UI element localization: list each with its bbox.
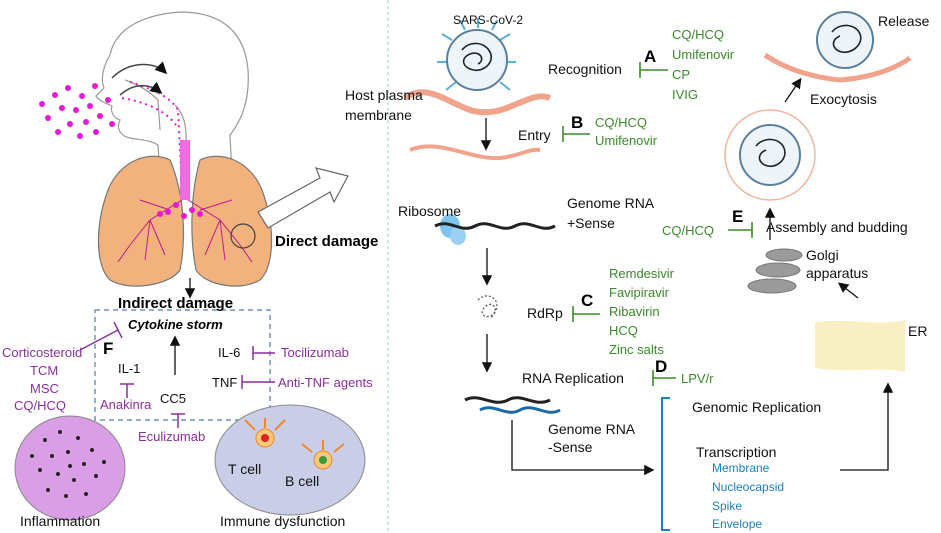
b-cell-label: B cell bbox=[285, 473, 320, 489]
rna-template-strand bbox=[464, 396, 551, 404]
drug-anti-tnf: Anti-TNF agents bbox=[278, 375, 373, 390]
endosome-membrane bbox=[409, 144, 541, 161]
step-e-drug-1: CQ/HCQ bbox=[662, 223, 714, 238]
genomic-replication-label: Genomic Replication bbox=[692, 399, 822, 415]
host-membrane-label-2: membrane bbox=[345, 107, 412, 123]
golgi-label-2: apparatus bbox=[806, 265, 869, 281]
protein-spike: Spike bbox=[712, 499, 743, 513]
il6-label: IL-6 bbox=[218, 345, 241, 360]
virus-vesicle bbox=[724, 109, 816, 201]
inflammation-label: Inflammation bbox=[20, 513, 101, 529]
step-b-label: B bbox=[571, 113, 584, 132]
drug-msc: MSC bbox=[30, 381, 59, 396]
arrow-er-to-golgi bbox=[837, 282, 859, 299]
direct-damage-label: Direct damage bbox=[275, 233, 379, 250]
cytokine-storm-label: Cytokine storm bbox=[128, 317, 223, 332]
golgi-label-1: Golgi bbox=[806, 247, 839, 263]
rna-negative-strand bbox=[479, 406, 561, 414]
transcription-label: Transcription bbox=[696, 444, 777, 460]
golgi-icon bbox=[747, 248, 803, 294]
airflow-arrow-1 bbox=[111, 61, 168, 79]
step-b-name: Entry bbox=[518, 127, 551, 143]
step-c-label: C bbox=[581, 291, 594, 310]
step-a-drug-1: CQ/HCQ bbox=[672, 27, 724, 42]
step-c-drug-4: HCQ bbox=[609, 323, 638, 338]
drug-corticosteroid: Corticosteroid bbox=[2, 345, 83, 360]
cytokine-storm-box bbox=[94, 309, 271, 421]
airway bbox=[121, 81, 183, 191]
step-a-drug-3: CP bbox=[672, 67, 691, 82]
inhibitor-lines-left bbox=[79, 321, 275, 428]
direct-damage-arrow bbox=[257, 167, 349, 229]
damage-site-circle bbox=[230, 223, 256, 249]
il1-label: IL-1 bbox=[118, 361, 141, 376]
rna-replication-label: RNA Replication bbox=[522, 370, 624, 386]
step-c-drug-5: Zinc salts bbox=[609, 342, 664, 357]
arrow-to-transcription bbox=[511, 420, 655, 476]
release-label: Release bbox=[878, 13, 930, 29]
step-c-drug-1: Remdesivir bbox=[609, 266, 675, 281]
arrow-to-er bbox=[840, 382, 894, 471]
protein-membrane: Membrane bbox=[712, 461, 770, 475]
er-icon bbox=[815, 320, 905, 372]
drug-cqhcq-left: CQ/HCQ bbox=[14, 398, 66, 413]
step-a-drug-4: IVIG bbox=[672, 87, 699, 102]
droplet-particles bbox=[39, 83, 115, 139]
rdrp-icon bbox=[477, 295, 498, 319]
drug-anakinra: Anakinra bbox=[100, 397, 152, 412]
drug-eculizumab: Eculizumab bbox=[138, 429, 206, 444]
protein-nucleocapsid: Nucleocapsid bbox=[712, 480, 785, 494]
virus-label: SARS-CoV-2 bbox=[453, 13, 524, 27]
assembly-label: Assembly and budding bbox=[766, 219, 908, 235]
inhibitor-lines-right bbox=[562, 62, 753, 386]
b-cell-icon bbox=[301, 440, 345, 470]
airflow-arrow-2 bbox=[119, 81, 163, 96]
tnf-label: TNF bbox=[212, 375, 238, 390]
indirect-damage-label: Indirect damage bbox=[118, 295, 234, 312]
transcription-bracket bbox=[661, 397, 670, 531]
immune-cell bbox=[214, 404, 366, 516]
genome-neg-label-2: -Sense bbox=[548, 439, 593, 455]
drug-tocilizumab: Tocilizumab bbox=[281, 345, 349, 360]
step-a-label: A bbox=[644, 47, 657, 66]
step-a-drug-2: Umifenovir bbox=[672, 47, 735, 62]
lungs bbox=[97, 140, 273, 287]
rna-positive-strand bbox=[434, 222, 556, 230]
t-cell-icon bbox=[244, 418, 286, 448]
step-a-name: Recognition bbox=[548, 61, 622, 77]
step-e-label: E bbox=[732, 207, 744, 226]
virus-particle-release bbox=[816, 11, 874, 69]
host-membrane-label-1: Host plasma bbox=[345, 87, 423, 103]
host-membrane bbox=[403, 89, 552, 116]
immune-dysfunction-label: Immune dysfunction bbox=[220, 513, 346, 529]
release-membrane bbox=[763, 52, 912, 83]
box-label-f: F bbox=[103, 339, 114, 358]
er-label: ER bbox=[908, 323, 928, 339]
arrow-exocytosis bbox=[784, 77, 802, 103]
genome-pos-label-1: Genome RNA bbox=[567, 195, 655, 211]
genome-pos-label-2: +Sense bbox=[567, 215, 615, 231]
ribosome-label: Ribosome bbox=[398, 203, 462, 219]
genome-neg-label-1: Genome RNA bbox=[548, 421, 636, 437]
step-c-drug-2: Favipiravir bbox=[609, 285, 669, 300]
t-cell-label: T cell bbox=[228, 461, 262, 477]
inflammation-dots bbox=[30, 430, 106, 498]
virus-particle-entry bbox=[437, 18, 516, 91]
protein-envelope: Envelope bbox=[712, 517, 763, 531]
drug-tcm: TCM bbox=[30, 363, 59, 378]
exocytosis-label: Exocytosis bbox=[810, 91, 877, 107]
step-d-label: D bbox=[655, 357, 668, 376]
step-b-drug-1: CQ/HCQ bbox=[595, 115, 647, 130]
step-d-drug-1: LPV/r bbox=[681, 371, 714, 386]
rdrp-label: RdRp bbox=[527, 305, 563, 321]
cc5-label: CC5 bbox=[160, 391, 187, 406]
step-b-drug-2: Umifenovir bbox=[595, 133, 658, 148]
step-c-drug-3: Ribavirin bbox=[609, 304, 660, 319]
